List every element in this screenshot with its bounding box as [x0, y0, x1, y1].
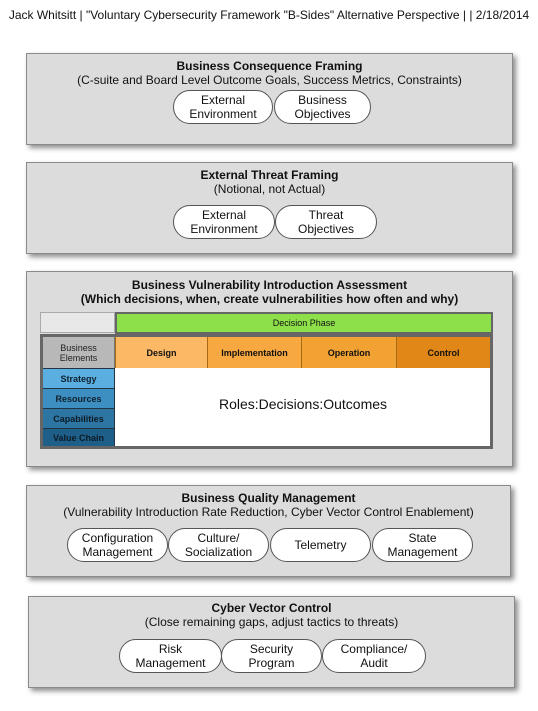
- cyber-vector-panel: Cyber Vector Control (Close remaining ga…: [28, 596, 515, 688]
- threat-objectives-node: Threat Objectives: [275, 205, 377, 239]
- phase-implementation: Implementation: [208, 337, 302, 368]
- business-elements-label: Business Elements: [43, 337, 115, 368]
- business-quality-panel: Business Quality Management (Vulnerabili…: [26, 485, 511, 577]
- element-strategy: Strategy: [43, 368, 115, 388]
- phase-operation: Operation: [302, 337, 397, 368]
- external-environment-node: External Environment: [173, 205, 275, 239]
- panel-subtitle: (Which decisions, when, create vulnerabi…: [80, 292, 459, 306]
- panel-title: Cyber Vector Control: [211, 601, 332, 615]
- phase-design: Design: [115, 337, 208, 368]
- panel-title: Business Quality Management: [181, 491, 356, 505]
- panel-title: Business Consequence Framing: [176, 59, 363, 73]
- external-environment-node: External Environment: [173, 90, 273, 124]
- configuration-management-node: Configuration Management: [67, 528, 168, 562]
- culture-socialization-node: Culture/ Socialization: [168, 528, 269, 562]
- element-resources: Resources: [43, 388, 115, 408]
- panel-title: External Threat Framing: [200, 168, 339, 182]
- external-threat-panel: External Threat Framing (Notional, not A…: [26, 162, 513, 254]
- panel-subtitle: (Vulnerability Introduction Rate Reducti…: [63, 505, 474, 519]
- header-title: Jack Whitsitt | "Voluntary Cybersecurity…: [8, 8, 530, 22]
- business-consequence-panel: Business Consequence Framing (C-suite an…: [26, 53, 513, 145]
- panel-title: Business Vulnerability Introduction Asse…: [131, 278, 408, 292]
- risk-management-node: Risk Management: [119, 639, 222, 673]
- state-management-node: State Management: [372, 528, 473, 562]
- security-program-node: Security Program: [221, 639, 322, 673]
- panel-subtitle: (Notional, not Actual): [213, 182, 326, 196]
- vulnerability-assessment-panel: Business Vulnerability Introduction Asse…: [26, 271, 513, 467]
- panel-subtitle: (Close remaining gaps, adjust tactics to…: [144, 615, 399, 629]
- business-objectives-node: Business Objectives: [274, 90, 371, 124]
- phase-control: Control: [397, 337, 490, 368]
- element-capabilities: Capabilities: [43, 408, 115, 428]
- panel-subtitle: (C-suite and Board Level Outcome Goals, …: [77, 73, 462, 87]
- compliance-audit-node: Compliance/ Audit: [322, 639, 426, 673]
- roles-decisions-outcomes-text: Roles:Decisions:Outcomes: [218, 396, 388, 412]
- element-value-chain: Value Chain: [43, 428, 115, 446]
- decision-matrix: Decision Phase Business Elements Design …: [40, 312, 493, 449]
- decision-phase-header: Decision Phase: [115, 312, 493, 334]
- matrix-corner-cell: [40, 312, 115, 333]
- telemetry-node: Telemetry: [270, 528, 371, 562]
